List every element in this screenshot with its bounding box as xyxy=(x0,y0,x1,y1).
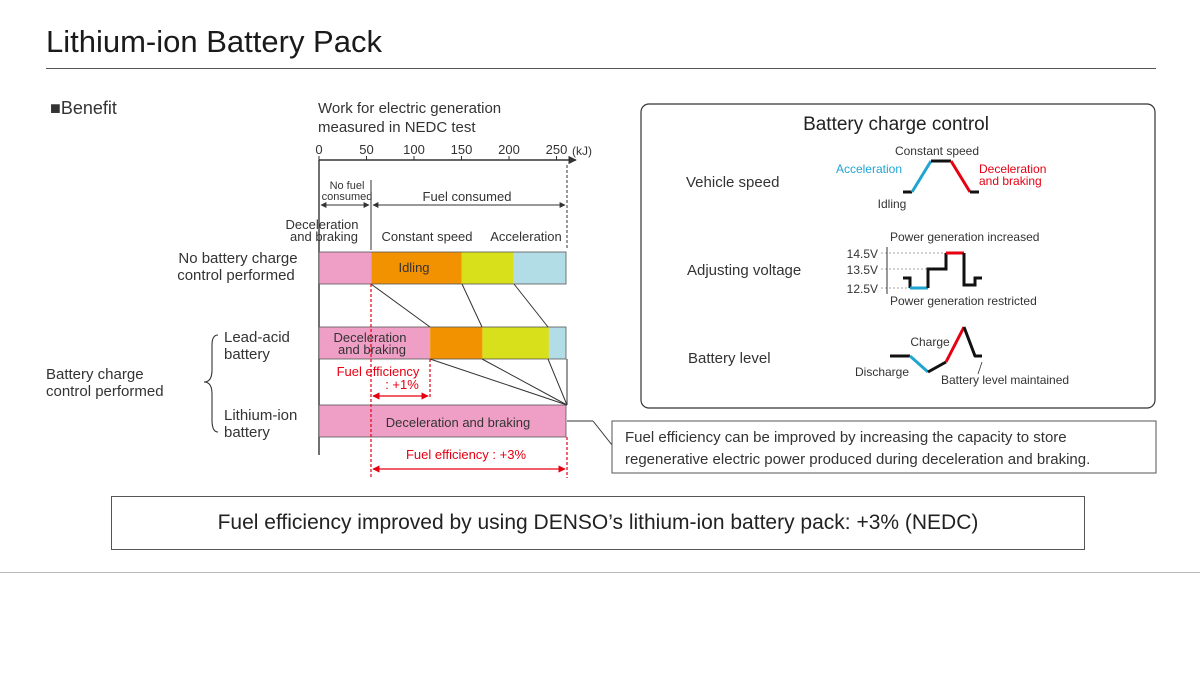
callout-box xyxy=(611,420,1157,474)
bl-discharge: Discharge xyxy=(855,365,909,379)
row-label-lead-1: Lead-acid xyxy=(224,329,290,346)
row-label-li-2: battery xyxy=(224,424,270,441)
fe3-label: Fuel efficiency : +3% xyxy=(406,447,527,462)
bar-outline xyxy=(318,404,567,438)
gen-restricted-label: Power generation restricted xyxy=(890,294,1037,308)
x-axis-ticks: 0 50 100 150 200 250 xyxy=(315,142,567,160)
v-high-label: 14.5V xyxy=(847,247,878,261)
footer-divider xyxy=(0,572,1200,573)
callout-line2: regenerative electric power produced dur… xyxy=(625,451,1090,468)
control-panel xyxy=(640,103,1156,409)
bl-maintained: Battery level maintained xyxy=(941,373,1069,387)
axis-title-line2: measured in NEDC test xyxy=(318,119,476,136)
axis-unit: (kJ) xyxy=(572,144,592,158)
vs-decel-line1: Deceleration xyxy=(979,162,1046,176)
vs-decel-line2: and braking xyxy=(979,174,1042,188)
x-tick-label: 250 xyxy=(546,142,568,157)
page-title: Lithium-ion Battery Pack xyxy=(46,24,382,59)
decel-label-line2: and braking xyxy=(290,229,358,244)
maintained-leader xyxy=(977,361,983,375)
constant-speed-label: Constant speed xyxy=(381,229,472,244)
callout-line1: Fuel efficiency can be improved by incre… xyxy=(625,429,1067,446)
bar-segment-decel xyxy=(319,405,566,437)
callout-leader-2 xyxy=(592,420,613,446)
bar-segment-decel xyxy=(319,252,372,284)
bl-charge: Charge xyxy=(910,335,950,349)
battery-level-label: Battery level xyxy=(688,350,771,367)
row-label-lead-2: battery xyxy=(224,346,270,363)
row-label-no-control-1: No battery charge xyxy=(178,250,297,267)
x-tick-label: 200 xyxy=(498,142,520,157)
no-fuel-label-line2: consumed xyxy=(322,191,373,203)
title-divider xyxy=(46,68,1156,69)
v-mid-label: 13.5V xyxy=(847,263,878,277)
bar-outline xyxy=(318,326,567,360)
no-fuel-label-line1: No fuel xyxy=(330,180,365,192)
vs-idling: Idling xyxy=(878,197,907,211)
row-label-no-control-2: control performed xyxy=(177,267,295,284)
fuel-consumed-label: Fuel consumed xyxy=(423,189,512,204)
vs-constant-speed: Constant speed xyxy=(895,144,979,158)
voltage-gridlines xyxy=(881,252,948,289)
bar-group xyxy=(318,251,567,438)
summary-box: Fuel efficiency improved by using DENSO’… xyxy=(111,496,1085,550)
control-panel-title: Battery charge control xyxy=(803,114,989,135)
decel-bar3-label: Deceleration and braking xyxy=(386,415,531,430)
row-label-li-1: Lithium-ion xyxy=(224,407,297,424)
idling-label: Idling xyxy=(398,260,429,275)
summary-text: Fuel efficiency improved by using DENSO’… xyxy=(217,511,979,534)
x-tick-label: 150 xyxy=(451,142,473,157)
fe1-label-line2: : +1% xyxy=(385,377,419,392)
x-tick-label: 50 xyxy=(359,142,373,157)
battery-level-graph xyxy=(890,326,982,374)
x-tick-label: 100 xyxy=(403,142,425,157)
bar-segment-accel xyxy=(513,252,566,284)
adjusting-voltage-label: Adjusting voltage xyxy=(687,262,801,279)
benefit-label: ■Benefit xyxy=(50,98,117,118)
vs-acceleration: Acceleration xyxy=(836,162,902,176)
acceleration-label: Acceleration xyxy=(490,229,562,244)
v-low-label: 12.5V xyxy=(847,282,878,296)
voltage-graph xyxy=(903,251,982,290)
row-label-control-2: control performed xyxy=(46,383,164,400)
row-brace xyxy=(203,334,219,433)
bar-segment-accel xyxy=(548,327,566,359)
fe1-label-line1: Fuel efficiency xyxy=(337,364,420,379)
axis-title-line1: Work for electric generation xyxy=(318,100,501,117)
x-tick-label: 0 xyxy=(315,142,322,157)
decel-bar2-line1: Deceleration xyxy=(334,330,407,345)
vehicle-speed-graph xyxy=(903,159,979,194)
decel-bar2-line2: and braking xyxy=(338,342,406,357)
bar-segment-constant xyxy=(482,327,549,359)
vehicle-speed-label: Vehicle speed xyxy=(686,174,779,191)
bar-segment-idling xyxy=(430,327,483,359)
bar-connectors xyxy=(370,283,568,406)
bar-segment-constant xyxy=(461,252,514,284)
bar-segment-idling xyxy=(371,252,462,284)
decel-label-line1: Deceleration xyxy=(286,217,359,232)
benefit-figure: ■Benefit Work for electric generation me… xyxy=(46,98,1157,478)
gen-increased-label: Power generation increased xyxy=(890,230,1039,244)
row-label-control-1: Battery charge xyxy=(46,366,144,383)
bar-segment-decel xyxy=(319,327,431,359)
bar-outline xyxy=(318,251,567,285)
